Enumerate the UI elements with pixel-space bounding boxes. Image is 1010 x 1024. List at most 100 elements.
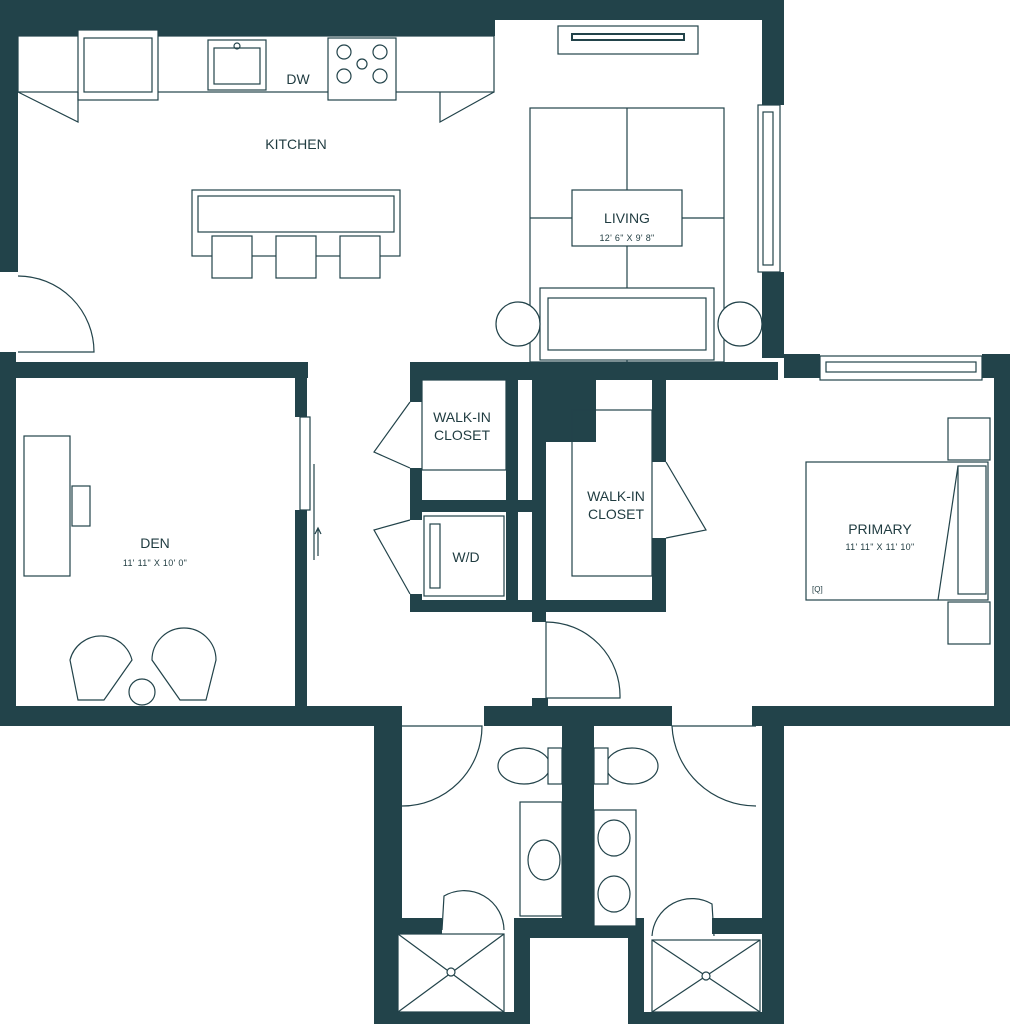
- closet2-shelf: [571, 409, 653, 577]
- wall-right-upper: [762, 0, 784, 105]
- hall-door: [545, 621, 621, 699]
- wall-bath2-inner-left: [628, 918, 644, 1024]
- wall-primary-right: [994, 354, 1010, 726]
- wall-bath1-inner-right: [514, 918, 530, 1024]
- burner-3: [336, 68, 352, 84]
- bar-stools: [211, 235, 381, 279]
- wall-closet2-left: [532, 362, 546, 622]
- closet1-door: [373, 401, 411, 469]
- wall-bath2-bottom: [628, 1012, 784, 1024]
- primary-dimensions: 11' 11" X 11' 10": [846, 542, 915, 552]
- sofa: [539, 287, 715, 361]
- bath2-toilet-tank: [593, 747, 609, 785]
- living-dimensions: 12' 6" X 9' 8": [599, 233, 654, 243]
- primary-pillows: [957, 465, 987, 595]
- wall-closet2-bottom: [532, 600, 666, 612]
- wall-closet2-right-b: [652, 538, 666, 612]
- primary-nightstand-top: [947, 417, 991, 461]
- wall-left-upper: [0, 0, 18, 272]
- wall-bath-center: [562, 706, 594, 934]
- wall-den-bottom: [0, 706, 402, 726]
- primary-bed-fold: [937, 465, 959, 601]
- bath1-toilet: [497, 747, 551, 785]
- bath1-door: [401, 725, 483, 807]
- kitchen-sink-basin: [213, 47, 261, 85]
- wall-den-right-upper: [295, 362, 307, 417]
- side-table-right: [717, 301, 763, 347]
- kitchen-label: KITCHEN: [265, 136, 326, 152]
- wall-closet2-right-a: [652, 362, 666, 462]
- washer-dryer: [423, 515, 505, 597]
- living-window-pane: [762, 111, 774, 266]
- bed-size-label: [Q]: [812, 585, 823, 594]
- closet1-shelf: [421, 379, 507, 471]
- closet2: WALK-IN CLOSET: [545, 409, 707, 699]
- bath2-sink-2: [597, 875, 631, 913]
- burner-5: [356, 58, 368, 70]
- wall-right-mid: [762, 272, 784, 358]
- wall-den-right-lower: [295, 510, 307, 724]
- washer-dryer-panel: [429, 523, 441, 589]
- dishwasher-label: DW: [286, 71, 310, 87]
- wall-closet1-left-a: [410, 362, 422, 402]
- refrigerator: [77, 29, 159, 101]
- bath2-vanity: [593, 809, 637, 927]
- wall-top-right: [495, 0, 783, 20]
- bath1-vanity: [519, 801, 563, 917]
- living-fixtures: LIVING 12' 6" X 9' 8": [495, 25, 763, 363]
- side-table-left: [495, 301, 541, 347]
- wall-primary-bottom: [752, 706, 1010, 726]
- den-slide-arrow: [314, 526, 322, 556]
- bath2-door: [671, 725, 757, 807]
- kitchen-counter: [17, 35, 495, 93]
- bath1-shower-door: [441, 890, 505, 931]
- primary-window: [819, 355, 983, 381]
- primary-fixtures: PRIMARY 11' 11" X 11' 10" [Q]: [805, 417, 991, 645]
- bath1-shower-drain: [446, 967, 456, 977]
- den-armchair-right: [151, 627, 217, 701]
- sofa-cushion: [547, 297, 707, 351]
- wall-closet1-right: [506, 362, 518, 612]
- living-label-box: [571, 189, 683, 247]
- burner-2: [372, 44, 388, 60]
- closet1-label-line1: WALK-IN: [433, 409, 491, 425]
- burner-4: [372, 68, 388, 84]
- wall-wd-bottom: [410, 600, 546, 612]
- living-label: LIVING: [604, 210, 650, 226]
- faucet: [233, 42, 241, 50]
- wall-closet1-left-b: [410, 468, 422, 520]
- bath2-toilet: [605, 747, 659, 785]
- den-desk: [23, 435, 71, 577]
- den-pocket-door: [299, 416, 311, 511]
- primary-window-pane: [825, 361, 977, 373]
- wall-bath1-left: [374, 706, 402, 1024]
- den-dimensions: 11' 11" X 10' 0": [123, 558, 187, 568]
- closet1-and-laundry: WALK-IN CLOSET W/D: [373, 379, 507, 597]
- bath2-shower-door: [651, 897, 715, 937]
- den-armchair-left: [69, 635, 133, 701]
- pantry-door-right: [439, 91, 495, 124]
- den-desk-chair: [71, 485, 91, 527]
- bar-stool-3: [339, 235, 381, 279]
- closet2-label-line2: CLOSET: [588, 506, 644, 522]
- burner-1: [336, 44, 352, 60]
- bath1-sink: [527, 839, 561, 881]
- windows: [757, 104, 983, 381]
- closet2-door: [665, 461, 707, 539]
- bathroom-2: [593, 725, 761, 1013]
- bath1-toilet-tank: [547, 747, 563, 785]
- den-fixtures: DEN 11' 11" X 10' 0": [23, 416, 322, 706]
- living-window: [757, 104, 781, 273]
- tv: [571, 33, 685, 41]
- wall-shower2-top: [712, 918, 784, 934]
- closet1-label-line2: CLOSET: [434, 427, 490, 443]
- wall-den-top: [0, 362, 308, 378]
- laundry-door: [373, 519, 411, 595]
- kitchen-island-top: [197, 195, 395, 233]
- bar-stool-1: [211, 235, 253, 279]
- primary-label: PRIMARY: [848, 521, 912, 537]
- primary-nightstand-bottom: [947, 601, 991, 645]
- bar-stool-2: [275, 235, 317, 279]
